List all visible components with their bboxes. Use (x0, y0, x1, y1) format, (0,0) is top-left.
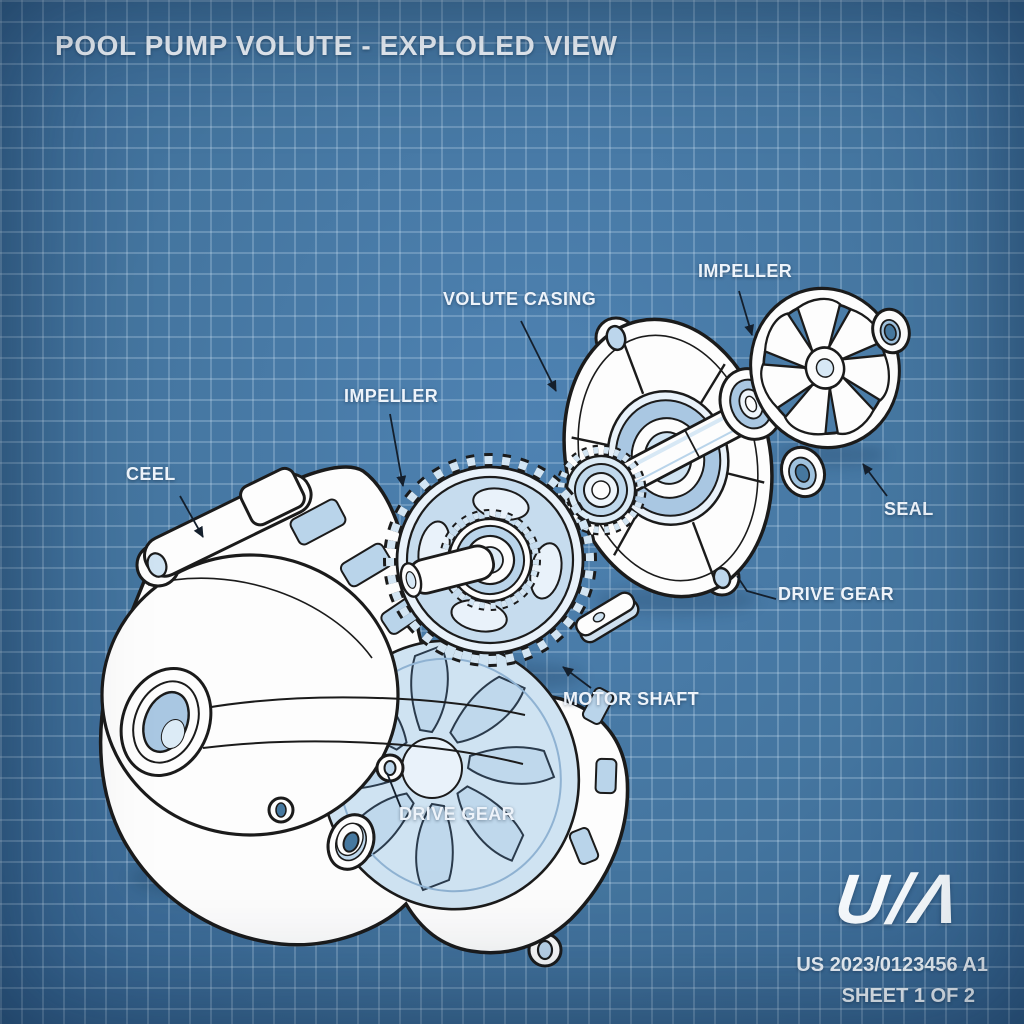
washer-drawing (326, 813, 376, 871)
seal-ring-top (871, 307, 911, 355)
leader-ceel (179, 495, 204, 538)
patent-block: US 2023/0123456 A1 SHEET 1 OF 2 (796, 950, 988, 1012)
uia-logo: U/Λ (830, 860, 968, 938)
label-drive-gear-right: DRIVE GEAR (778, 584, 895, 604)
leader-motor-shaft (562, 666, 592, 689)
shaft-key-drawing (575, 591, 640, 644)
impeller-fan-drawing (749, 286, 901, 450)
leader-volute-casing (520, 320, 557, 392)
inlet-port (119, 667, 213, 777)
pump-housing-drawing (98, 465, 630, 968)
label-impeller-gear: IMPELLER (344, 386, 439, 406)
label-drive-gear-bottom: DRIVE GEAR (399, 804, 516, 824)
label-ceel: CEEL (126, 464, 176, 484)
label-motor-shaft: MOTOR SHAFT (563, 689, 700, 709)
label-volute-casing: VOLUTE CASING (443, 289, 597, 309)
leader-impeller-fan (738, 290, 754, 336)
page-title: POOL PUMP VOLUTE - EXPLOLED VIEW (55, 30, 618, 61)
leader-impeller-gear (389, 413, 407, 487)
leader-seal (862, 463, 888, 497)
label-seal: SEAL (884, 499, 934, 519)
leader-drive-gear-bottom (386, 772, 402, 809)
label-impeller-fan: IMPELLER (698, 261, 793, 281)
patent-number: US 2023/0123456 A1 (796, 954, 988, 976)
leader-lines (179, 290, 888, 809)
housing-pipe (135, 466, 313, 588)
leader-drive-gear-right (736, 575, 777, 600)
seal-ring-bottom (779, 445, 827, 499)
small-gear-drawing (555, 444, 647, 536)
sheet-number: SHEET 1 OF 2 (841, 985, 975, 1007)
gear-shaft-stub (399, 544, 496, 598)
